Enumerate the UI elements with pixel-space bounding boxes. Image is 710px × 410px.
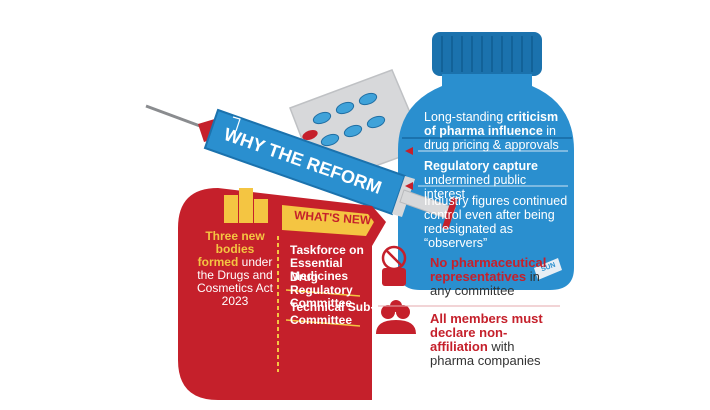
- rule-1-text: No pharmaceutical representatives in any…: [430, 256, 550, 298]
- rule-2-text: All members must declare non-affiliation…: [430, 312, 556, 368]
- bottle-point-1-pre: Long-standing: [424, 110, 507, 124]
- bottle-arrows: [405, 147, 413, 190]
- bottle-point-3-post: Industry figures continued control even …: [424, 194, 568, 250]
- no-pharma-rep-icon: [381, 245, 407, 286]
- bottle-point-1-bold: criticism of pharma influence: [424, 110, 559, 138]
- rule-1-rest: in any committee: [430, 269, 540, 298]
- reform-item-2: Drug Regulatory Committee: [290, 270, 353, 310]
- bottle-point-2: Regulatory capture undermined public int…: [424, 159, 570, 201]
- reform-panel: [178, 188, 386, 400]
- reform-item-3: Technical Sub-Committee: [290, 300, 375, 327]
- bottle-point-3: Industry figures continued control even …: [424, 194, 572, 250]
- bottle-dividers: [418, 150, 568, 187]
- bottle-point-2-bold: Regulatory capture: [424, 159, 538, 173]
- three-bodies-rest: under the Drugs and Cosmetics Act 2023: [196, 255, 274, 308]
- buildings-icon: [224, 188, 268, 223]
- rule-1-highlight: No pharmaceutical representatives: [430, 255, 547, 284]
- reform-item-1: Taskforce on Essential Medicines: [290, 243, 364, 283]
- three-bodies-text: Three new bodies formed under the Drugs …: [196, 230, 274, 308]
- rule-2-rest: with pharma companies: [430, 339, 541, 368]
- bottle-point-2-post: undermined public interest: [424, 173, 527, 201]
- members-group-icon: [376, 300, 416, 334]
- bottle-point-1-post: in drug pricing & approvals: [424, 124, 559, 152]
- bottle-point-1: Long-standing criticism of pharma influe…: [424, 110, 572, 152]
- sun-logo: [534, 258, 562, 280]
- rule-2-highlight: All members must declare non-affiliation: [430, 311, 543, 354]
- three-bodies-bold: Three new bodies formed: [197, 229, 265, 269]
- syringe: [145, 104, 458, 230]
- blister-pills: [312, 92, 386, 147]
- medicine-bottle: [398, 32, 574, 290]
